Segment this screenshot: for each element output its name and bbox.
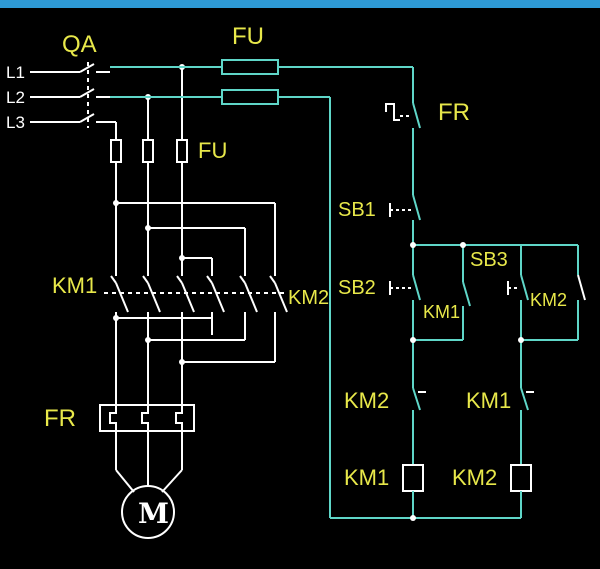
power-circuit <box>30 62 288 539</box>
coil-km1-label: KM1 <box>344 465 389 490</box>
phase-l1-label: L1 <box>6 63 25 82</box>
switch-qa-label: QA <box>62 31 97 58</box>
sb1-label: SB1 <box>338 199 376 221</box>
top-accent-bar <box>0 0 600 8</box>
control-fr-label: FR <box>438 99 470 126</box>
km2-hold-label: KM2 <box>530 290 567 310</box>
phase-l2-label: L2 <box>6 88 25 107</box>
motor-symbol <box>121 485 175 539</box>
sb2-label: SB2 <box>338 277 376 299</box>
fuse-branch-label: FU <box>198 138 227 163</box>
interlock-km1-label: KM1 <box>466 388 511 413</box>
interlock-km2-label: KM2 <box>344 388 389 413</box>
power-junctions <box>113 64 185 365</box>
contactor-km1-label: KM1 <box>52 273 97 298</box>
coil-km2-label: KM2 <box>452 465 497 490</box>
phase-l3-label: L3 <box>6 113 25 132</box>
km1-hold-label: KM1 <box>423 302 460 322</box>
overload-fr-label: FR <box>44 405 76 432</box>
control-circuit <box>110 59 586 519</box>
contactor-km2-label: KM2 <box>288 287 329 309</box>
sb3-label: SB3 <box>470 249 508 271</box>
fuse-main-label: FU <box>232 23 264 50</box>
control-contact-marks <box>385 103 534 393</box>
motor-m-label: M <box>138 497 169 530</box>
control-junctions <box>410 242 524 521</box>
